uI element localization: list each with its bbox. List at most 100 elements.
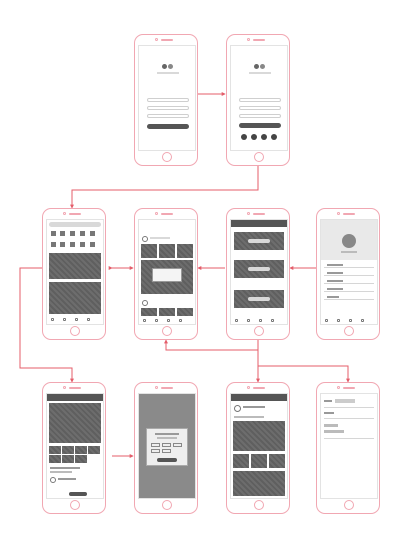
menu-item[interactable] [327, 272, 343, 274]
confirm-button[interactable] [157, 458, 177, 462]
tab-icon[interactable] [247, 319, 250, 322]
avatar[interactable] [342, 234, 356, 248]
phone-login-code [226, 34, 290, 166]
tab-icon[interactable] [143, 319, 146, 322]
category-icon[interactable] [51, 242, 56, 247]
avatar[interactable] [142, 236, 148, 242]
phone-activities [226, 208, 290, 340]
avatar[interactable] [50, 477, 56, 483]
home-button-icon [344, 500, 354, 510]
home-button-icon [162, 500, 172, 510]
tab-icon[interactable] [167, 319, 170, 322]
screen-popup-dialog [138, 393, 196, 499]
tab-icon[interactable] [75, 318, 78, 321]
option-button[interactable] [162, 443, 171, 447]
category-icon[interactable] [80, 231, 85, 236]
title-field[interactable] [335, 399, 355, 403]
tab-icon[interactable] [259, 319, 262, 322]
buy-button[interactable] [69, 492, 87, 496]
phone-discover [134, 208, 198, 340]
activity-button[interactable] [248, 297, 270, 301]
logo-icon [254, 64, 259, 69]
phone-popup-dialog [134, 382, 198, 514]
screen-activities [230, 219, 288, 325]
logo-icon [162, 64, 167, 69]
category-icon[interactable] [60, 231, 65, 236]
search-bar[interactable] [49, 222, 101, 227]
tab-icon[interactable] [337, 319, 340, 322]
screen-discover [138, 219, 196, 325]
phone-field[interactable] [147, 98, 189, 102]
menu-item[interactable] [327, 296, 339, 298]
phone-order-form [316, 382, 380, 514]
tab-icon[interactable] [271, 319, 274, 322]
option-button[interactable] [162, 449, 171, 453]
option-button[interactable] [151, 443, 160, 447]
phone-field[interactable] [239, 98, 281, 102]
menu-item[interactable] [327, 280, 343, 282]
phone-feed-detail [226, 382, 290, 514]
menu-item[interactable] [327, 288, 343, 290]
screen-profile [320, 219, 378, 325]
tab-icon[interactable] [179, 319, 182, 322]
edge-home-to-detail [19, 267, 74, 383]
screen-feed-detail [230, 393, 288, 499]
login-button[interactable] [147, 124, 189, 129]
social-login-icon[interactable] [241, 134, 247, 140]
popup-dialog [146, 428, 188, 466]
tab-icon[interactable] [235, 319, 238, 322]
tab-icon[interactable] [325, 319, 328, 322]
home-button-icon [70, 500, 80, 510]
edge-activities-to-order [258, 365, 350, 383]
social-login-icon[interactable] [251, 134, 257, 140]
tab-icon[interactable] [349, 319, 352, 322]
feed-image[interactable] [49, 282, 101, 314]
feed-image[interactable] [233, 471, 285, 496]
category-icon[interactable] [90, 242, 95, 247]
edge-code-to-home [70, 162, 260, 209]
social-login-icon[interactable] [271, 134, 277, 140]
nav-bar [47, 394, 103, 401]
edge-activities-down [164, 336, 259, 351]
menu-item[interactable] [327, 264, 343, 266]
home-button-icon [162, 326, 172, 336]
screen-order-form [320, 393, 378, 499]
category-icon[interactable] [51, 231, 56, 236]
tab-icon[interactable] [87, 318, 90, 321]
tab-icon[interactable] [51, 318, 54, 321]
phone-profile [316, 208, 380, 340]
overlay-card [152, 268, 182, 282]
option-button[interactable] [151, 449, 160, 453]
feed-image[interactable] [141, 260, 193, 294]
product-image[interactable] [49, 403, 101, 443]
feed-image[interactable] [233, 421, 285, 451]
category-icon[interactable] [80, 242, 85, 247]
login-button[interactable] [239, 123, 281, 128]
social-login-icon[interactable] [261, 134, 267, 140]
nav-bar [231, 220, 287, 227]
avatar[interactable] [234, 405, 241, 412]
nav-bar [231, 394, 287, 401]
activity-button[interactable] [248, 267, 270, 271]
tag-field[interactable] [324, 430, 344, 433]
option-button[interactable] [173, 443, 182, 447]
tab-icon[interactable] [155, 319, 158, 322]
avatar[interactable] [142, 300, 148, 306]
activity-button[interactable] [248, 239, 270, 243]
home-button-icon [162, 152, 172, 162]
tab-icon[interactable] [63, 318, 66, 321]
category-icon[interactable] [70, 231, 75, 236]
category-icon[interactable] [90, 231, 95, 236]
category-icon[interactable] [70, 242, 75, 247]
tag-field[interactable] [324, 424, 338, 427]
screen-product-detail [46, 393, 104, 499]
code-field[interactable] [239, 106, 281, 110]
password-field[interactable] [239, 114, 281, 118]
code-field[interactable] [147, 114, 189, 118]
password-field[interactable] [147, 106, 189, 110]
banner-image[interactable] [49, 253, 101, 279]
category-icon[interactable] [60, 242, 65, 247]
screen-home [46, 219, 104, 325]
tab-icon[interactable] [361, 319, 364, 322]
